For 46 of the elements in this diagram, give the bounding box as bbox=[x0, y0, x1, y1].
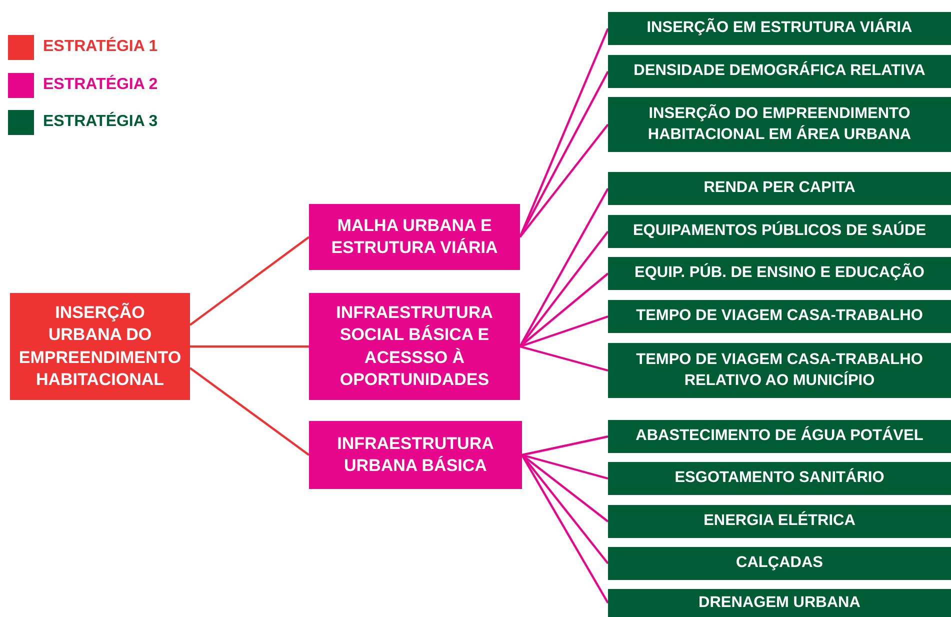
category-box bbox=[309, 421, 522, 489]
legend-label: ESTRATÉGIA 2 bbox=[43, 76, 158, 94]
criterion-box bbox=[608, 547, 951, 580]
node-label: CALÇADAS bbox=[736, 553, 823, 574]
connector-line bbox=[519, 124, 609, 238]
criterion-box bbox=[608, 257, 951, 290]
criterion-box bbox=[608, 97, 951, 152]
node-label: ABASTECIMENTO DE ÁGUA POTÁVEL bbox=[636, 426, 924, 446]
node-label: DRENAGEM URBANA bbox=[698, 592, 860, 613]
criterion-box bbox=[608, 589, 951, 617]
node-label: EQUIPAMENTOS PÚBLICOS DE SAÚDE bbox=[632, 221, 926, 242]
node-label: TEMPO DE VIAGEM CASA-TRABALHO RELATIVO AO MUNICÍPIO bbox=[635, 350, 924, 390]
node-label: RENDA PER CAPITA bbox=[704, 178, 856, 198]
node-label: ENERGIA ELÉTRICA bbox=[704, 511, 856, 532]
criterion-box bbox=[608, 55, 951, 88]
connector-line bbox=[520, 315, 608, 348]
node-label: MALHA URBANA E ESTRUTURA VIÁRIA bbox=[330, 214, 499, 259]
connector-line bbox=[189, 236, 310, 326]
node-label: DENSIDADE DEMOGRÁFICA RELATIVA bbox=[634, 61, 926, 82]
criterion-box bbox=[608, 420, 951, 453]
root-box bbox=[10, 293, 190, 400]
node-label: ESGOTAMENTO SANITÁRIO bbox=[674, 468, 884, 488]
node-label: INSERÇÃO EM ESTRUTURA VIÁRIA bbox=[646, 18, 912, 38]
criterion-box bbox=[608, 462, 951, 495]
category-box bbox=[309, 204, 520, 270]
legend-label: ESTRATÉGIA 1 bbox=[43, 38, 158, 56]
category-box bbox=[309, 293, 520, 400]
connector-line bbox=[522, 435, 608, 456]
node-label: INSERÇÃO DO EMPREENDIMENTO HABITACIONAL EM ÁREA URBANA bbox=[646, 104, 912, 144]
criterion-box bbox=[608, 505, 951, 538]
criterion-box bbox=[608, 215, 951, 248]
node-label: INSERÇÃO URBANA DO EMPREENDIMENTO HABITACIONAL bbox=[18, 302, 182, 391]
node-label: TEMPO DE VIAGEM CASA-TRABALHO bbox=[636, 306, 923, 326]
legend-label: ESTRATÉGIA 3 bbox=[43, 113, 158, 131]
connector-line bbox=[519, 70, 609, 238]
criterion-box bbox=[608, 172, 951, 205]
connector-line bbox=[520, 345, 608, 372]
connector-line bbox=[190, 345, 309, 348]
node-label: EQUIP. PÚB. DE ENSINO E EDUCAÇÃO bbox=[634, 263, 924, 284]
connector-line bbox=[189, 367, 310, 456]
node-label: INFRAESTRUTURA URBANA BÁSICA bbox=[336, 432, 495, 477]
connector-line bbox=[522, 454, 608, 480]
criterion-box bbox=[608, 12, 951, 45]
criterion-box bbox=[608, 343, 951, 398]
criterion-box bbox=[608, 300, 951, 333]
node-label: INFRAESTRUTURA SOCIAL BÁSICA E ACESSSO À OPORTUNIDADES bbox=[335, 302, 494, 391]
